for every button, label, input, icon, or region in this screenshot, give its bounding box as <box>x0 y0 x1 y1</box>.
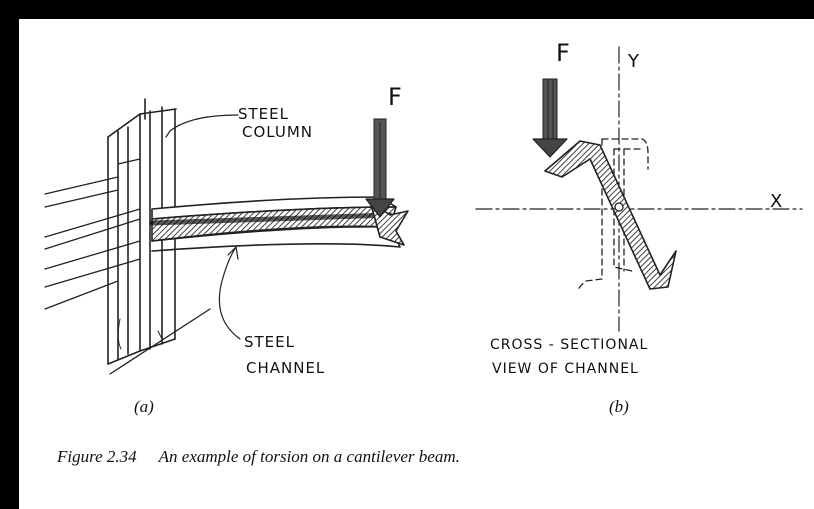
steel-channel-label: STEEL CHANNEL <box>244 333 325 377</box>
channel-leader <box>218 246 241 340</box>
force-arrow-a <box>365 118 395 218</box>
steel-column-label: STEEL COLUMN <box>238 105 313 141</box>
steel-column <box>107 98 177 365</box>
force-label-a: F <box>388 83 403 111</box>
cross-section-label: CROSS - SECTIONAL VIEW OF CHANNEL <box>490 337 654 377</box>
force-arrow-b <box>532 78 568 158</box>
y-axis-label: Y <box>627 51 640 72</box>
column-leader <box>165 114 239 138</box>
figure-caption: Figure 2.34 An example of torsion on a ca… <box>57 447 460 467</box>
figure-number: Figure 2.34 <box>57 447 137 466</box>
figure-caption-text: An example of torsion on a cantilever be… <box>158 447 460 466</box>
side-beam <box>44 158 211 375</box>
figure-diagram: F STEEL COLUMN STEEL CHANNEL <box>44 39 803 377</box>
shear-center-marker <box>614 202 624 212</box>
steel-channel <box>149 196 409 252</box>
panel-a-drawing <box>44 98 409 375</box>
original-channel-outline <box>578 138 649 292</box>
panel-b-sublabel: (b) <box>609 397 629 416</box>
panel-a-sublabel: (a) <box>134 397 154 416</box>
figure-page: F STEEL COLUMN STEEL CHANNEL <box>19 19 814 509</box>
x-axis-label: X <box>770 191 783 212</box>
rotated-channel-section <box>544 140 677 290</box>
panel-b-drawing <box>475 46 803 332</box>
force-label-b: F <box>556 39 571 67</box>
